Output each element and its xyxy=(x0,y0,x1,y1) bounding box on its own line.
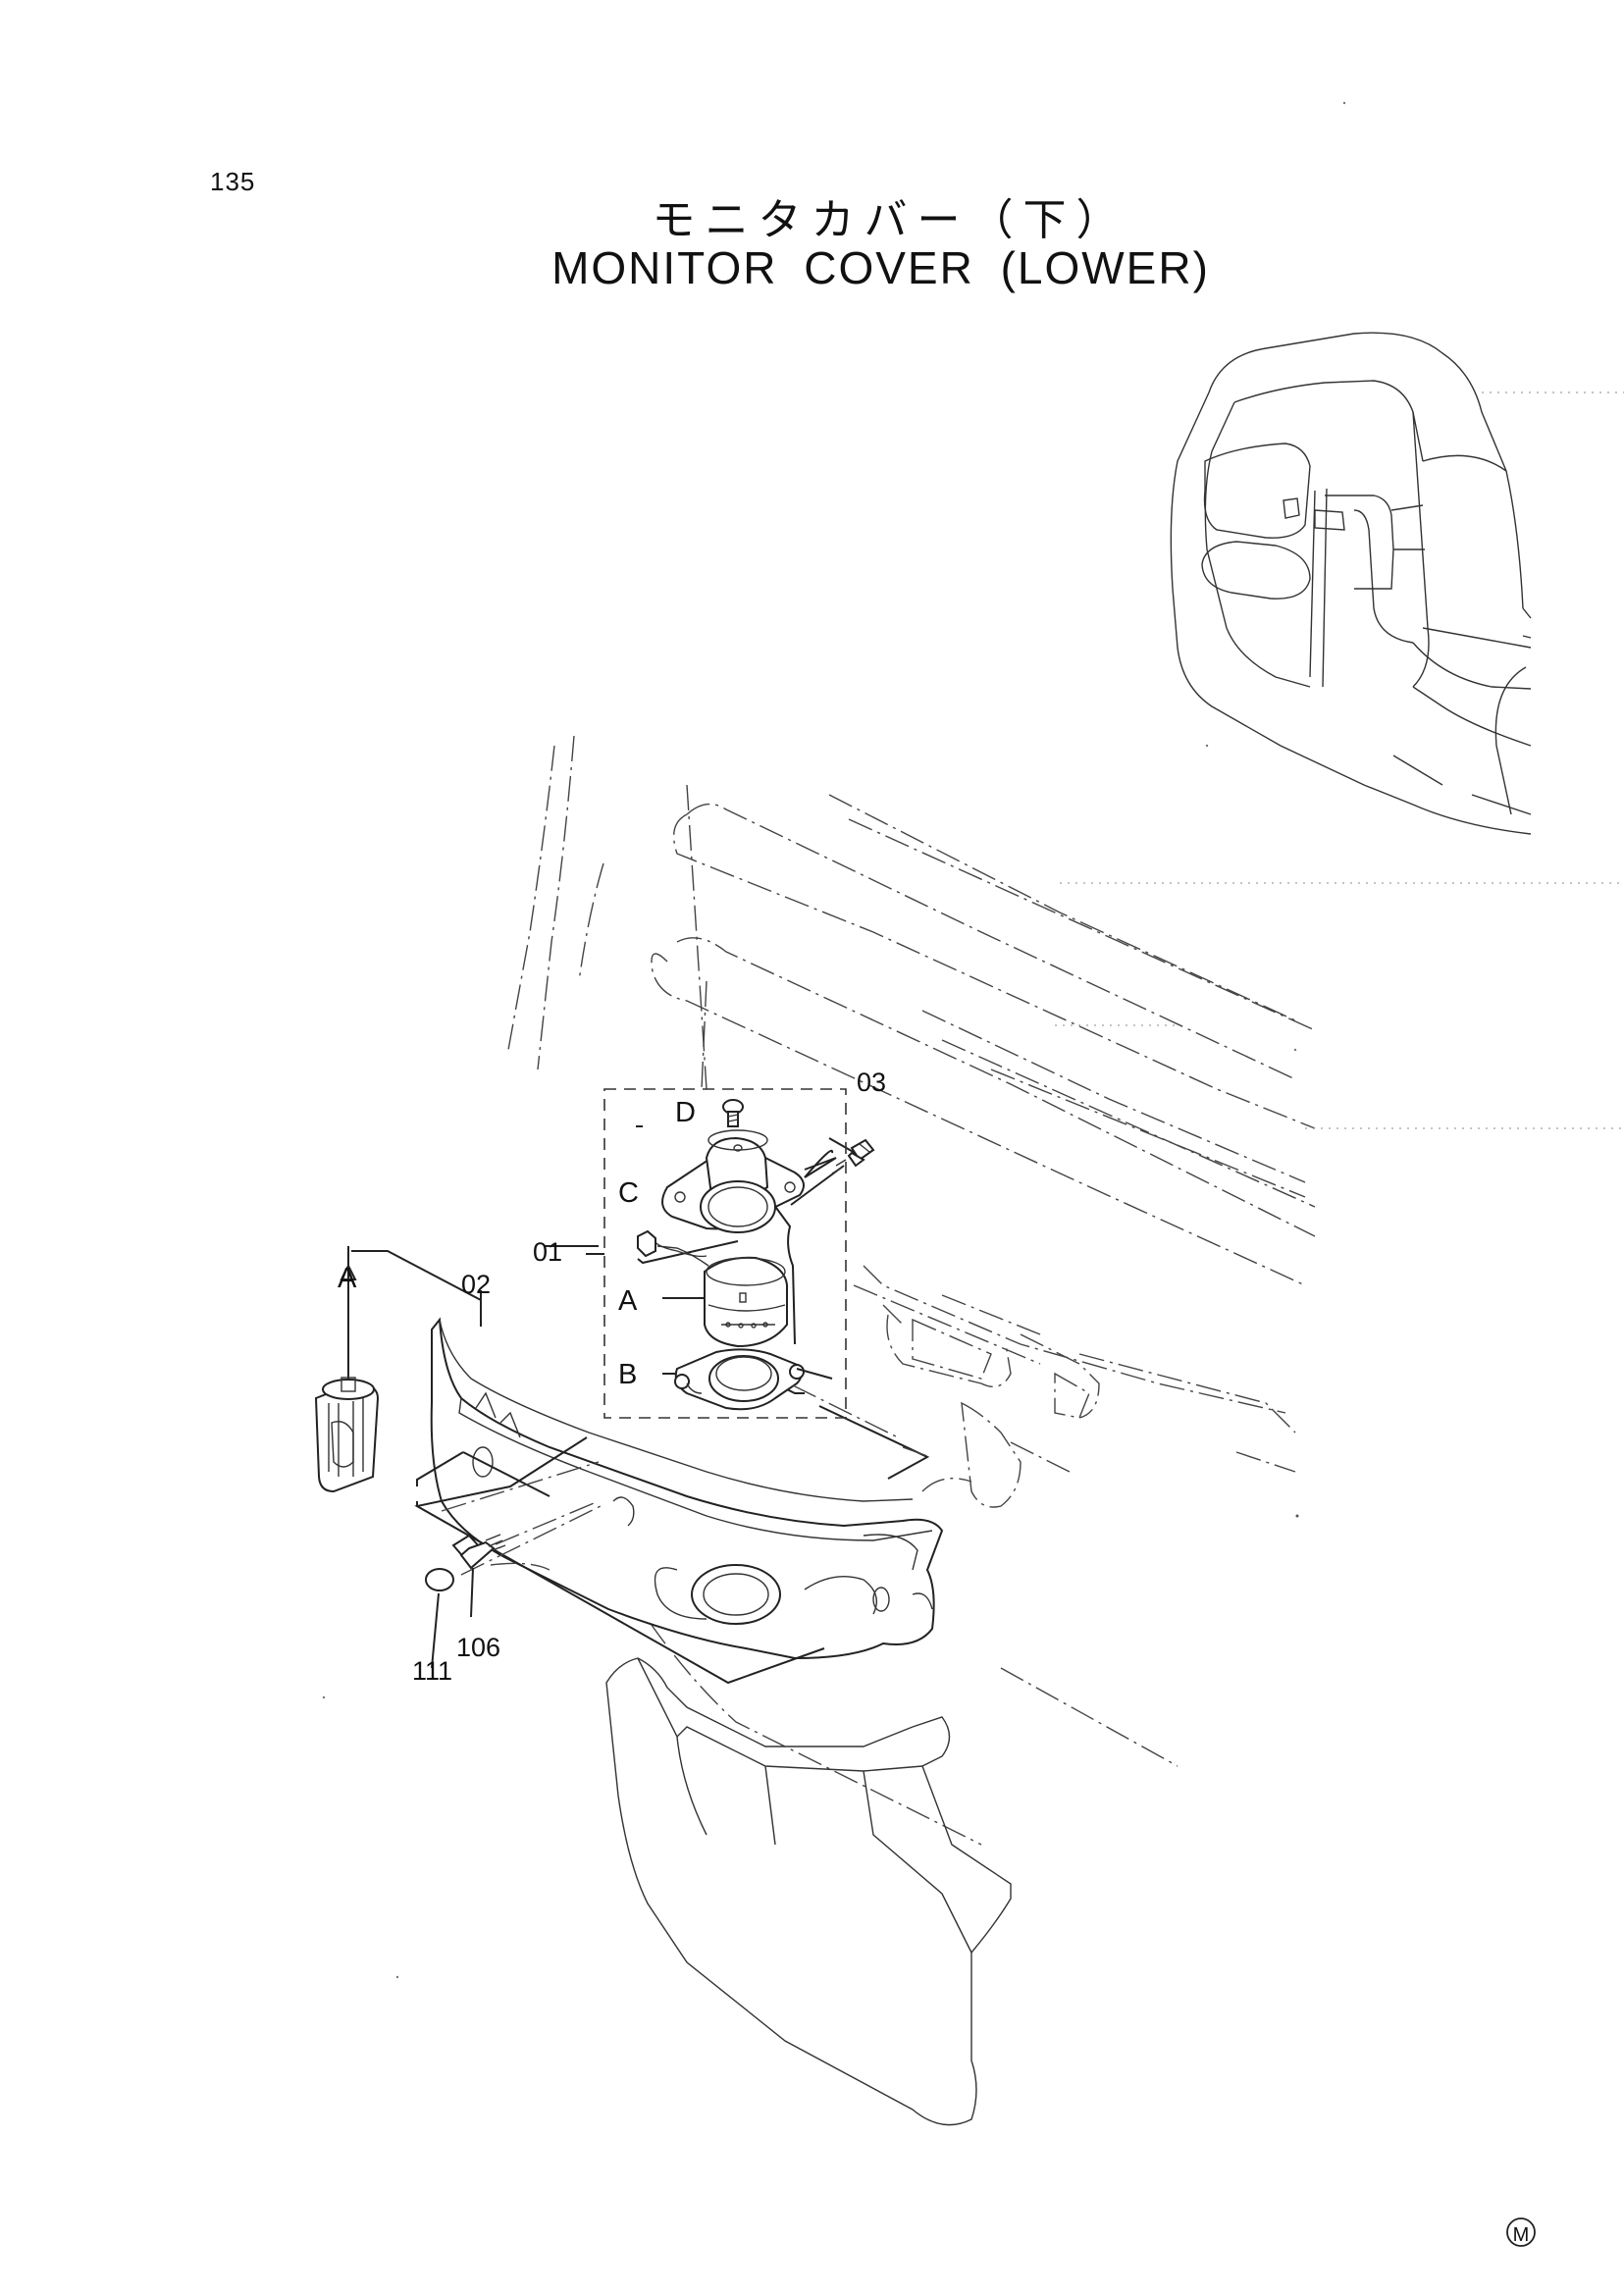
mark-letter: M xyxy=(1513,2224,1530,2246)
lower-cover-b xyxy=(674,1348,805,1411)
clip-a-illustration xyxy=(314,1246,380,1493)
title-english: MONITOR COVER (LOWER) xyxy=(551,242,1210,293)
scan-specks xyxy=(322,101,1346,1979)
label-part-03: 03 xyxy=(857,1068,886,1097)
mounting-plane-outline xyxy=(414,1436,825,1685)
cab-interior-background xyxy=(507,735,1624,1846)
screw-03 xyxy=(790,1138,875,1206)
label-part-106: 106 xyxy=(456,1633,500,1662)
lower-side-cover-illustration xyxy=(605,1657,1012,2126)
label-item-b: B xyxy=(618,1359,637,1390)
upper-cover-c xyxy=(661,1129,805,1233)
label-item-a-left: A xyxy=(338,1263,357,1294)
label-part-02: 02 xyxy=(461,1270,491,1299)
circled-m-mark: M xyxy=(1506,2217,1536,2247)
title-japanese: モニタカバー（下） xyxy=(652,195,1129,245)
cab-overview-illustration xyxy=(1170,332,1624,835)
label-item-d: D xyxy=(675,1097,696,1128)
bolt-106 xyxy=(451,1500,600,1570)
part-02-monitor-cover-lower xyxy=(430,1317,944,1660)
screw-d xyxy=(722,1099,744,1127)
page-number: 135 xyxy=(210,167,256,196)
monitor-gauge-a xyxy=(637,1229,788,1348)
label-part-111: 111 xyxy=(412,1656,452,1686)
label-item-c: C xyxy=(618,1177,639,1209)
callout-labels: 03 D C 01 A 02 A B 106 111 xyxy=(338,1068,886,1686)
cap-111 xyxy=(425,1568,454,1591)
label-item-a: A xyxy=(618,1285,638,1317)
part-01-monitor-assembly-group xyxy=(586,1088,899,1438)
label-part-01: 01 xyxy=(533,1237,562,1267)
